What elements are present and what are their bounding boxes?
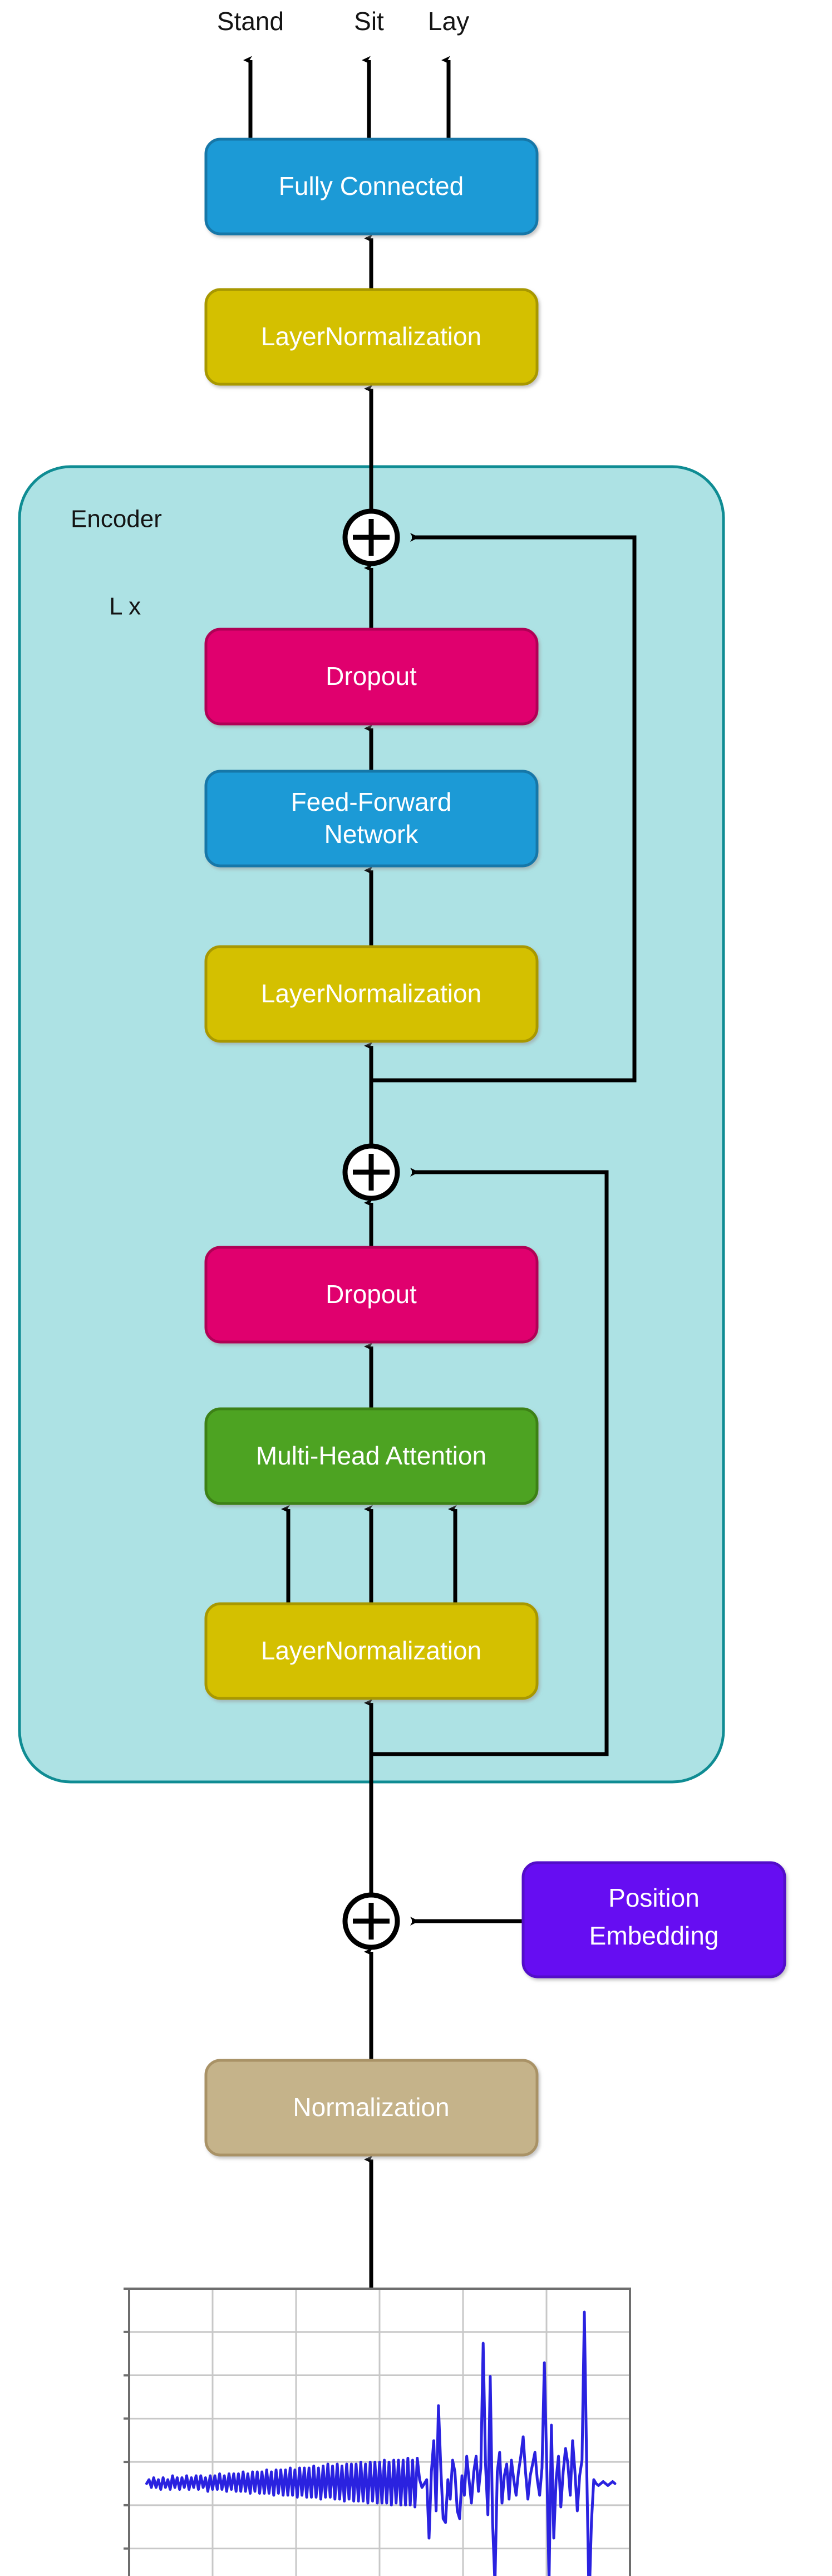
dropout-attention-label: Dropout (326, 1280, 417, 1309)
encoder-group-label: Encoder (71, 506, 162, 533)
residual-attention-skip (371, 1168, 609, 1756)
position-embedding-label-line2: Embedding (589, 1921, 719, 1950)
multi-head-attention-label: Multi-Head Attention (256, 1441, 486, 1470)
block-dropout-attention[interactable]: Dropout (204, 1246, 539, 1344)
encoder-repeat-label: L x (109, 593, 141, 620)
layernorm-output-box[interactable] (204, 288, 539, 386)
adder-mha-residual (342, 1143, 400, 1201)
signal-axis-ticks (124, 2288, 129, 2550)
signal-trace (145, 2310, 617, 2576)
position-embedding-box[interactable] (521, 1861, 786, 1978)
block-position-embedding[interactable]: Position Embedding (521, 1861, 786, 1978)
input-signal-chart (124, 2288, 631, 2576)
block-fully-connected[interactable]: Fully Connected (204, 138, 539, 236)
layernorm-attention-label: LayerNormalization (261, 1636, 481, 1665)
residual-attention-path (371, 1168, 609, 1756)
layernorm-feedforward-label: LayerNormalization (261, 979, 481, 1008)
block-layernorm-feedforward[interactable]: LayerNormalization (204, 945, 539, 1043)
residual-feedforward-skip (371, 533, 637, 1083)
block-multi-head-attention[interactable]: Multi-Head Attention (204, 1407, 539, 1505)
fully-connected-box[interactable] (204, 138, 539, 236)
adder-ffn-residual (342, 508, 400, 566)
feed-forward-network-label-line1: Feed-Forward (291, 787, 452, 816)
signal-plot-frame (128, 2288, 631, 2576)
layernorm-feedforward-box[interactable] (204, 945, 539, 1043)
dropout-feedforward-label: Dropout (326, 662, 417, 690)
output-label-lay: Lay (428, 7, 469, 36)
block-normalization[interactable]: Normalization (204, 2059, 539, 2157)
position-embedding-label-line1: Position (608, 1883, 700, 1912)
feed-forward-network-box[interactable] (204, 770, 539, 868)
output-label-stand: Stand (217, 7, 284, 36)
block-layernorm-output[interactable]: LayerNormalization (204, 288, 539, 386)
output-arrows (243, 56, 451, 139)
multi-head-attention-box[interactable] (204, 1407, 539, 1505)
layernorm-output-label: LayerNormalization (261, 322, 481, 351)
layernorm-attention-box[interactable] (204, 1602, 539, 1700)
residual-feedforward-path (371, 533, 637, 1083)
normalization-label: Normalization (293, 2093, 449, 2122)
dropout-attention-box[interactable] (204, 1246, 539, 1344)
normalization-box[interactable] (204, 2059, 539, 2157)
dropout-feedforward-box[interactable] (204, 628, 539, 726)
output-label-sit: Sit (354, 7, 384, 36)
output-labels: Stand Sit Lay (217, 7, 469, 36)
block-layernorm-attention[interactable]: LayerNormalization (204, 1602, 539, 1700)
adder-position-embedding (342, 1892, 400, 1950)
block-feed-forward-network[interactable]: Feed-Forward Network (204, 770, 539, 868)
feed-forward-network-label-line2: Network (324, 820, 419, 849)
fully-connected-label: Fully Connected (279, 172, 464, 200)
block-dropout-feedforward[interactable]: Dropout (204, 628, 539, 726)
